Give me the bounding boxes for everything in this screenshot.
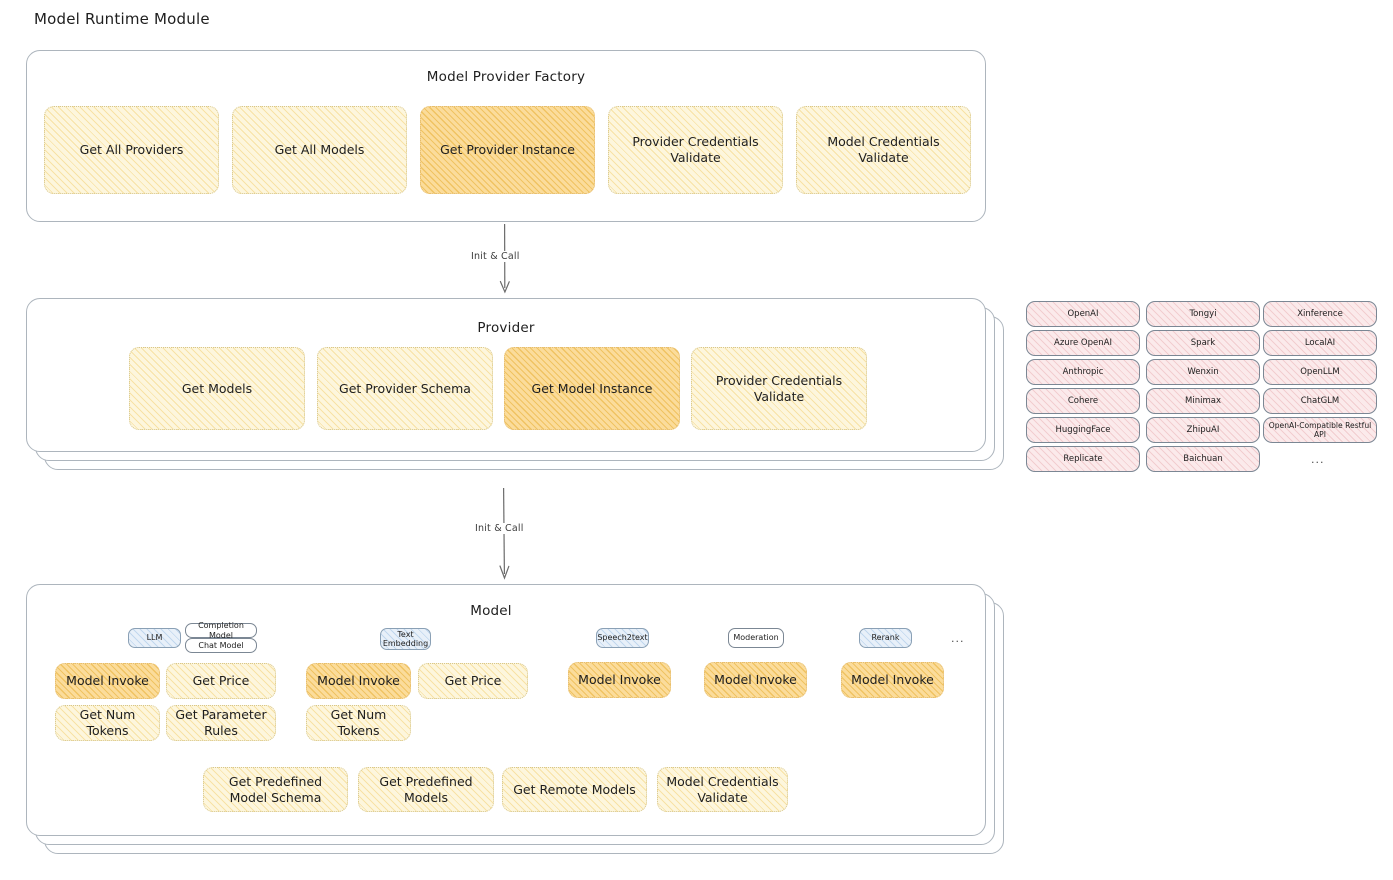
page-title: Model Runtime Module <box>34 10 210 28</box>
op-model-credentials-validate[interactable]: Model Credentials Validate <box>796 106 971 194</box>
provider-pill-wenxin[interactable]: Wenxin <box>1146 359 1260 385</box>
op-get-models[interactable]: Get Models <box>129 347 305 430</box>
op-get-model-instance[interactable]: Get Model Instance <box>504 347 680 430</box>
op-get-predefined-model-schema[interactable]: Get Predefined Model Schema <box>203 767 348 812</box>
op-embedding-get-num-tokens[interactable]: Get Num Tokens <box>306 705 411 741</box>
model-panel <box>26 584 1004 854</box>
provider-pill-openllm[interactable]: OpenLLM <box>1263 359 1377 385</box>
op-rerank-model-invoke[interactable]: Model Invoke <box>841 662 944 698</box>
op-llm-get-price[interactable]: Get Price <box>166 663 276 699</box>
op-get-predefined-models[interactable]: Get Predefined Models <box>358 767 494 812</box>
op-get-provider-instance[interactable]: Get Provider Instance <box>420 106 595 194</box>
op-llm-get-num-tokens[interactable]: Get Num Tokens <box>55 705 160 741</box>
op-provider-credentials-validate-2[interactable]: Provider Credentials Validate <box>691 347 867 430</box>
op-get-remote-models[interactable]: Get Remote Models <box>502 767 647 812</box>
badge-chat-model[interactable]: Chat Model <box>185 638 257 653</box>
model-panel-title: Model <box>470 603 512 619</box>
badge-completion-model[interactable]: Completion Model <box>185 621 257 640</box>
provider-pill-localai[interactable]: LocalAI <box>1263 330 1377 356</box>
op-llm-get-parameter-rules[interactable]: Get Parameter Rules <box>166 705 276 741</box>
badge-text-embedding[interactable]: Text Embedding <box>380 628 431 650</box>
op-get-all-models[interactable]: Get All Models <box>232 106 407 194</box>
provider-pill-anthropic[interactable]: Anthropic <box>1026 359 1140 385</box>
provider-pill-openai[interactable]: OpenAI <box>1026 301 1140 327</box>
op-speech2text-model-invoke[interactable]: Model Invoke <box>568 662 671 698</box>
provider-pill-xinference[interactable]: Xinference <box>1263 301 1377 327</box>
model-types-more-ellipsis: ... <box>951 632 965 645</box>
op-get-all-providers[interactable]: Get All Providers <box>44 106 219 194</box>
op-model-credentials-validate-2[interactable]: Model Credentials Validate <box>657 767 788 812</box>
provider-pill-azure-openai[interactable]: Azure OpenAI <box>1026 330 1140 356</box>
provider-pill-openai-compatible-restful-api[interactable]: OpenAI-Compatible Restful API <box>1263 417 1377 443</box>
op-get-provider-schema[interactable]: Get Provider Schema <box>317 347 493 430</box>
provider-pill-replicate[interactable]: Replicate <box>1026 446 1140 472</box>
provider-panel-title: Provider <box>477 320 535 336</box>
op-moderation-model-invoke[interactable]: Model Invoke <box>704 662 807 698</box>
provider-pill-chatglm[interactable]: ChatGLM <box>1263 388 1377 414</box>
arrow-label-init-call-2: Init & Call <box>472 523 527 534</box>
provider-pill-cohere[interactable]: Cohere <box>1026 388 1140 414</box>
op-llm-model-invoke[interactable]: Model Invoke <box>55 663 160 699</box>
op-provider-credentials-validate[interactable]: Provider Credentials Validate <box>608 106 783 194</box>
factory-panel-title: Model Provider Factory <box>426 69 586 85</box>
provider-pill-zhipuai[interactable]: ZhipuAI <box>1146 417 1260 443</box>
provider-pill-minimax[interactable]: Minimax <box>1146 388 1260 414</box>
provider-list-more-ellipsis: ... <box>1311 453 1325 466</box>
badge-moderation[interactable]: Moderation <box>728 628 784 648</box>
provider-pill-spark[interactable]: Spark <box>1146 330 1260 356</box>
provider-pill-huggingface[interactable]: HuggingFace <box>1026 417 1140 443</box>
op-embedding-get-price[interactable]: Get Price <box>418 663 528 699</box>
badge-llm[interactable]: LLM <box>128 628 181 648</box>
op-embedding-model-invoke[interactable]: Model Invoke <box>306 663 411 699</box>
arrow-label-init-call-1: Init & Call <box>468 251 523 262</box>
provider-pill-tongyi[interactable]: Tongyi <box>1146 301 1260 327</box>
provider-pill-baichuan[interactable]: Baichuan <box>1146 446 1260 472</box>
arrow-provider-to-model <box>499 487 510 580</box>
badge-rerank[interactable]: Rerank <box>859 628 912 648</box>
badge-speech2text[interactable]: Speech2text <box>596 628 649 648</box>
